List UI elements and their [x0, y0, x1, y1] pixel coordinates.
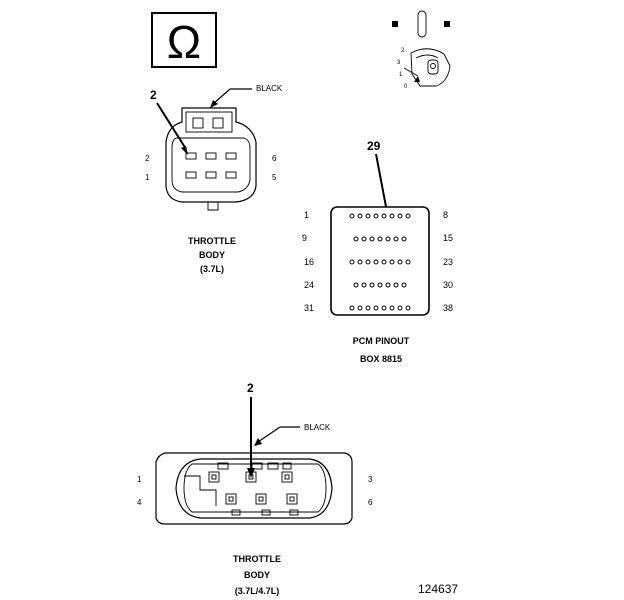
- pcm-pin-cavity: [377, 236, 383, 242]
- ohmmeter-symbol: Ω: [151, 12, 217, 68]
- pcm-pin-number: 1: [304, 210, 309, 220]
- connector-caption: BODY: [244, 570, 270, 580]
- pcm-pin-cavity: [405, 213, 411, 219]
- pcm-pin-cavity: [389, 259, 395, 265]
- pcm-pin-cavity: [357, 305, 363, 311]
- pcm-pin-cavity: [401, 236, 407, 242]
- pin-number-label: 3: [368, 475, 373, 484]
- pcm-pin-cavity: [353, 236, 359, 242]
- pin-number-label: 1: [137, 475, 142, 484]
- pcm-pin-cavity: [381, 259, 387, 265]
- pcm-pin-cavity: [397, 259, 403, 265]
- pcm-pin-cavity: [373, 213, 379, 219]
- pcm-pin-cavity: [397, 305, 403, 311]
- arrow-icon: [181, 146, 188, 155]
- pin-number-label: 5: [272, 173, 277, 182]
- pin-number-label: 2: [145, 154, 150, 163]
- pcm-pin-cavity: [385, 236, 391, 242]
- pcm-pin-cavity: [405, 305, 411, 311]
- connector-caption: BODY: [199, 250, 225, 260]
- pcm-pin-cavity: [361, 282, 367, 288]
- pcm-pin-cavity: [393, 282, 399, 288]
- throttle-body-connector-47: 2 BLACK 1 4 3 6 THROTTLE BO: [137, 381, 373, 596]
- pcm-pin-number: 8: [443, 210, 448, 220]
- pcm-pin-cavity: [373, 305, 379, 311]
- key-position-label: 1: [399, 72, 403, 78]
- pcm-pin-cavity: [365, 259, 371, 265]
- connector-caption: (3.7L): [200, 264, 224, 274]
- pcm-pin-number: 30: [443, 280, 453, 290]
- pcm-pin-number: 9: [302, 233, 307, 243]
- pcm-pin-cavity: [377, 282, 383, 288]
- pcm-caption: BOX 8815: [360, 354, 402, 364]
- pin-number-label: 1: [145, 173, 150, 182]
- pcm-pin-number: 24: [304, 280, 314, 290]
- pcm-pin-cavity: [353, 282, 359, 288]
- pcm-pin-cavity: [385, 282, 391, 288]
- pcm-pin-cavity: [365, 305, 371, 311]
- pcm-pin-cavity: [357, 213, 363, 219]
- pcm-pin-cavity: [401, 282, 407, 288]
- pcm-pin-cavity: [349, 213, 355, 219]
- pcm-pin-cavity: [381, 305, 387, 311]
- pcm-pin-number: 31: [304, 303, 314, 313]
- pcm-pin-cavity: [369, 236, 375, 242]
- pin-number-label: 6: [368, 498, 373, 507]
- pcm-pin-cavity: [389, 213, 395, 219]
- pcm-pin-cavity: [361, 236, 367, 242]
- wire-color-label: BLACK: [304, 423, 331, 432]
- pcm-connector: 29 1 9 16 24 31 8 15 23 30 38 PCM PINOUT…: [302, 139, 453, 364]
- pcm-pin-grid: [349, 213, 411, 311]
- ohm-icon: Ω: [167, 16, 201, 68]
- callout-number: 2: [150, 88, 157, 102]
- pcm-pin-cavity: [349, 305, 355, 311]
- pcm-pin-cavity: [397, 213, 403, 219]
- key-position-label: 2: [401, 48, 405, 54]
- pcm-pin-cavity: [357, 259, 363, 265]
- pin-number-label: 4: [137, 498, 142, 507]
- pcm-pin-cavity: [369, 282, 375, 288]
- pcm-pin-number: 23: [443, 257, 453, 267]
- key-position-label: 0: [404, 84, 408, 90]
- pcm-pin-cavity: [389, 305, 395, 311]
- figure-number: 124637: [418, 582, 458, 596]
- key-position-label: 3: [397, 60, 401, 66]
- ignition-key-icon: 2 3 1 0: [392, 10, 451, 90]
- pcm-pin-number: 16: [304, 257, 314, 267]
- pcm-pin-cavity: [405, 259, 411, 265]
- pcm-pin-number: 15: [443, 233, 453, 243]
- pcm-pin-cavity: [349, 259, 355, 265]
- callout-number: 29: [367, 139, 381, 153]
- pcm-pin-cavity: [393, 236, 399, 242]
- pcm-pin-cavity: [373, 259, 379, 265]
- pin-number-label: 6: [272, 154, 277, 163]
- pcm-pin-cavity: [381, 213, 387, 219]
- pcm-pin-cavity: [365, 213, 371, 219]
- pcm-caption: PCM PINOUT: [353, 336, 410, 346]
- connector-caption: THROTTLE: [188, 236, 236, 246]
- connector-caption: (3.7L/4.7L): [235, 586, 280, 596]
- connector-caption: THROTTLE: [233, 554, 281, 564]
- arrow-icon: [247, 468, 255, 478]
- pcm-pin-number: 38: [443, 303, 453, 313]
- throttle-body-connector-37: 2 BLACK 2 1 6 5 THROTTLE BODY (3.7L): [145, 84, 283, 274]
- wire-color-label: BLACK: [256, 84, 283, 93]
- callout-number: 2: [247, 381, 254, 395]
